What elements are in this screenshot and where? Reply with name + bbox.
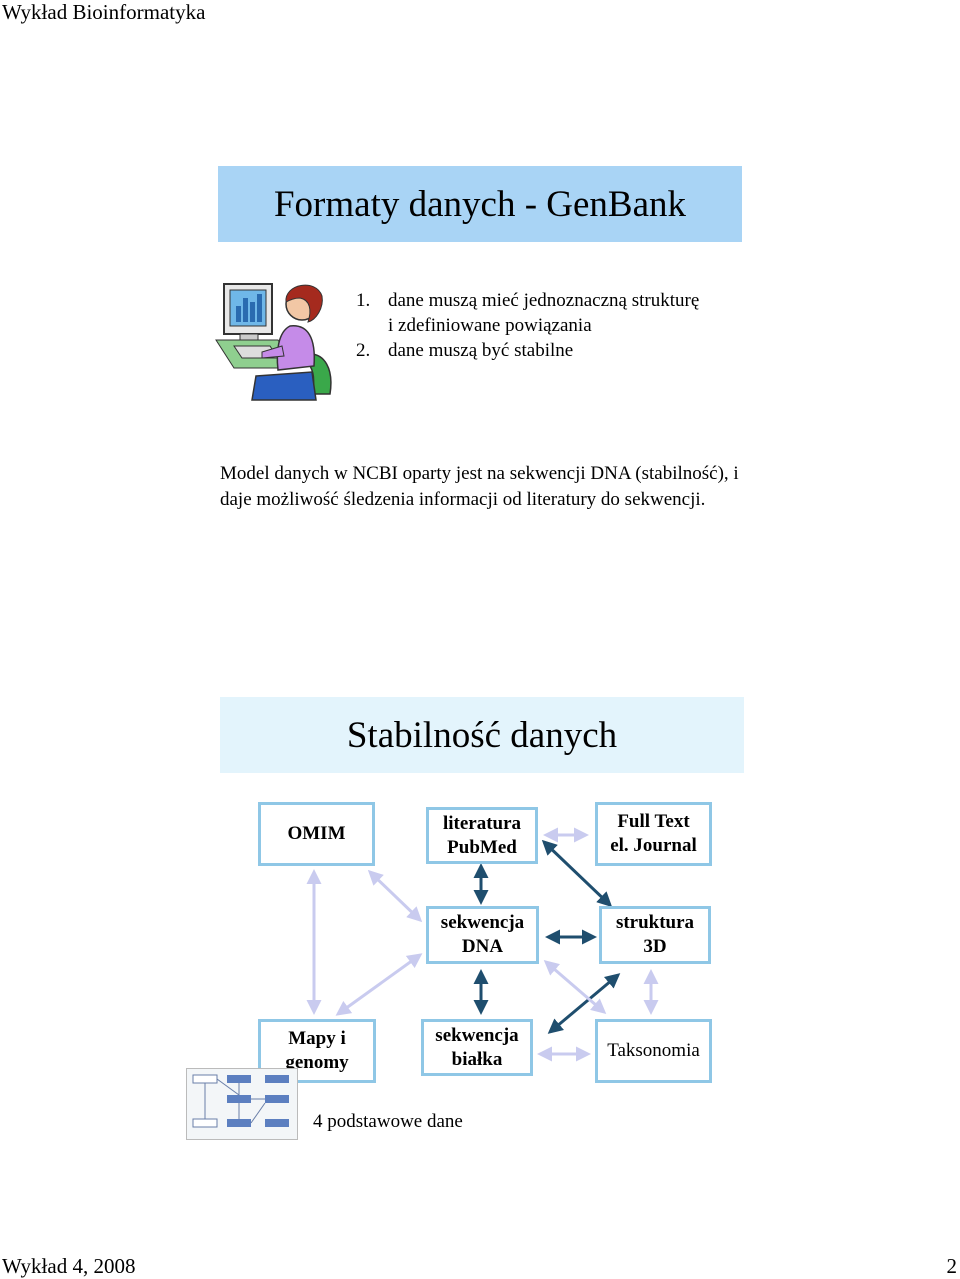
arrow-pubmed-struktura (541, 839, 613, 908)
footer-lecture: Wykład 4, 2008 (2, 1254, 136, 1278)
node-struktura: struktura 3D (599, 906, 711, 964)
node-mapy-label-line2: genomy (285, 1052, 349, 1073)
node-dna-label-line2: DNA (461, 936, 504, 957)
diagram-thumbnail-graphic (192, 1074, 289, 1128)
node-taksonomia: Taksonomia (595, 1019, 712, 1083)
node-omim: OMIM (258, 802, 375, 866)
list-item: 1. dane muszą mieć jednoznaczną struktur… (356, 288, 699, 313)
arrow-dna-mapy (335, 953, 423, 1016)
list-item-text: dane muszą być stabilne (388, 340, 574, 361)
node-omim-label: OMIM (287, 823, 346, 844)
node-taksonomia-label: Taksonomia (607, 1040, 700, 1061)
node-pubmed-label-line1: literatura (442, 812, 522, 834)
document-header: Wykład Bioinformatyka (2, 0, 206, 24)
list-item-number: 1. (356, 290, 371, 311)
list-item: 2. dane muszą być stabilne (356, 338, 699, 363)
node-dna-label-line1: sekwencja (440, 912, 525, 933)
list-item-text: dane muszą mieć jednoznaczną strukturę (388, 290, 700, 311)
node-bialko-label-line2: białka (451, 1048, 503, 1070)
node-fulltext-label-line2: el. Journal (610, 835, 697, 856)
notes-paragraph: Model danych w NCBI oparty jest na sekwe… (220, 463, 739, 510)
node-struktura-label-line2: 3D (643, 936, 667, 957)
node-fulltext: Full Text el. Journal (595, 802, 712, 866)
arrow-dna-takso (543, 960, 607, 1014)
node-pubmed-label-line2: PubMed (447, 836, 517, 858)
slide2-title: Stabilność danych (220, 697, 744, 773)
person-at-computer-icon (215, 283, 332, 401)
arrow-omim-dna (367, 869, 423, 923)
node-bialko-label-line1: sekwencja (435, 1024, 519, 1046)
diagram-caption: 4 podstawowe dane (313, 1111, 463, 1132)
list-item-continuation: i zdefiniowane powiązania (356, 313, 699, 338)
list-item-text: i zdefiniowane powiązania (388, 315, 592, 336)
slide1-title: Formaty danych - GenBank (218, 166, 742, 242)
list-item-number: 2. (356, 340, 371, 361)
node-mapy-label-line1: Mapy i (288, 1028, 346, 1049)
page-number: 2 (946, 1254, 958, 1278)
node-struktura-label-line1: struktura (615, 912, 695, 933)
requirements-list: 1. dane muszą mieć jednoznaczną struktur… (356, 288, 699, 363)
diagram-thumbnail-image (186, 1068, 298, 1140)
node-fulltext-label-line1: Full Text (617, 811, 690, 832)
